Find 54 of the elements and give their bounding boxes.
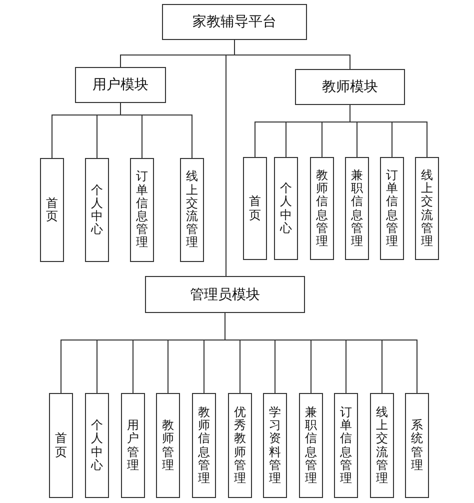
module-box — [263, 393, 287, 498]
module-box — [334, 393, 358, 498]
module-box — [85, 158, 109, 262]
module-box — [156, 393, 180, 498]
module-box — [274, 157, 298, 260]
module-box — [299, 393, 323, 498]
module-label: 个人中心 — [91, 184, 103, 236]
module-label: 用户模块 — [92, 76, 148, 94]
module-label: 兼职信息管理 — [305, 406, 317, 486]
module-label: 首页 — [55, 432, 67, 459]
module-box — [415, 157, 439, 260]
module-label: 个人中心 — [91, 419, 103, 472]
module-label: 教师信息管理 — [316, 168, 328, 248]
module-label: 订单信息管理 — [386, 168, 398, 248]
module-label: 管理员模块 — [190, 286, 260, 304]
module-label: 线上交流管理 — [376, 406, 388, 486]
module-box — [40, 158, 64, 262]
module-label: 教师信息管理 — [198, 406, 210, 486]
module-box — [380, 157, 404, 260]
module-box — [345, 157, 369, 260]
module-box — [75, 67, 166, 103]
module-label: 系统管理 — [411, 419, 423, 472]
module-label: 用户管理 — [127, 419, 139, 472]
module-label: 订单信息管理 — [136, 170, 148, 250]
connector-line — [120, 102, 192, 158]
module-label: 线上交流管理 — [186, 170, 198, 250]
module-label: 首页 — [46, 196, 58, 224]
module-label: 首页 — [249, 195, 261, 222]
module-label: 家教辅导平台 — [192, 13, 276, 31]
module-label: 教师管理 — [162, 419, 174, 472]
module-box — [405, 393, 429, 498]
module-box — [85, 393, 109, 498]
connector-line — [226, 40, 235, 276]
module-box — [145, 276, 305, 313]
module-box — [243, 157, 267, 260]
module-box — [49, 393, 73, 498]
module-box — [310, 157, 334, 260]
module-box — [130, 158, 154, 262]
module-label: 个人中心 — [280, 182, 292, 235]
connector-line — [350, 104, 428, 158]
connector-line — [224, 312, 418, 394]
module-label: 优秀教师管理 — [234, 406, 246, 486]
module-box — [162, 4, 307, 40]
module-box — [121, 393, 145, 498]
module-label: 兼职信息管理 — [351, 168, 363, 248]
module-label: 教师模块 — [322, 78, 378, 96]
module-box — [228, 393, 252, 498]
module-box — [180, 158, 204, 262]
module-box — [192, 393, 216, 498]
module-box — [370, 393, 394, 498]
module-label: 订单信息管理 — [340, 406, 352, 486]
module-label: 线上交流管理 — [421, 168, 433, 248]
module-label: 学习资料管理 — [269, 406, 281, 486]
module-box — [295, 69, 405, 105]
